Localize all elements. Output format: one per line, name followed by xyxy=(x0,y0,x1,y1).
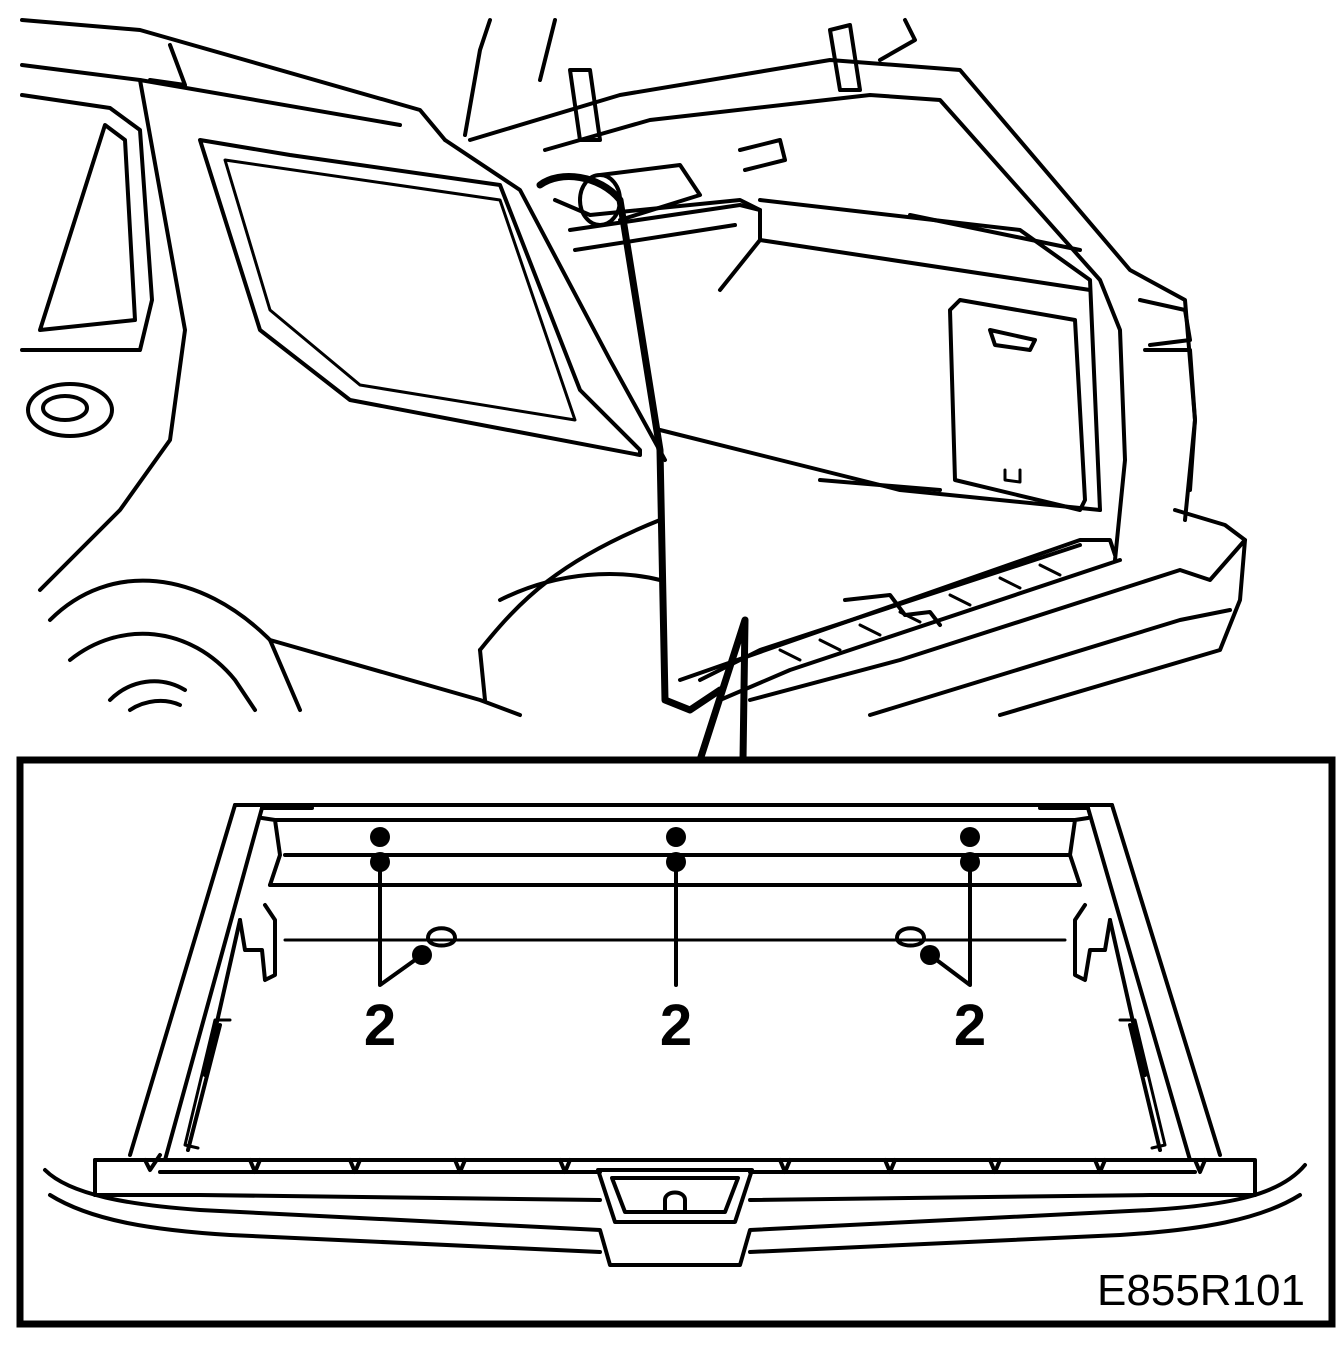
callout-label: 2 xyxy=(364,993,396,1058)
callout-label: 2 xyxy=(954,993,986,1058)
callout-label: 2 xyxy=(660,993,692,1058)
trunk-floor-detail xyxy=(43,803,1307,1267)
figure-code: E855R101 xyxy=(1097,1266,1305,1315)
detail-leader-line xyxy=(696,616,749,764)
car-rear-overview xyxy=(20,18,1247,717)
detail-frame xyxy=(16,756,1336,1328)
